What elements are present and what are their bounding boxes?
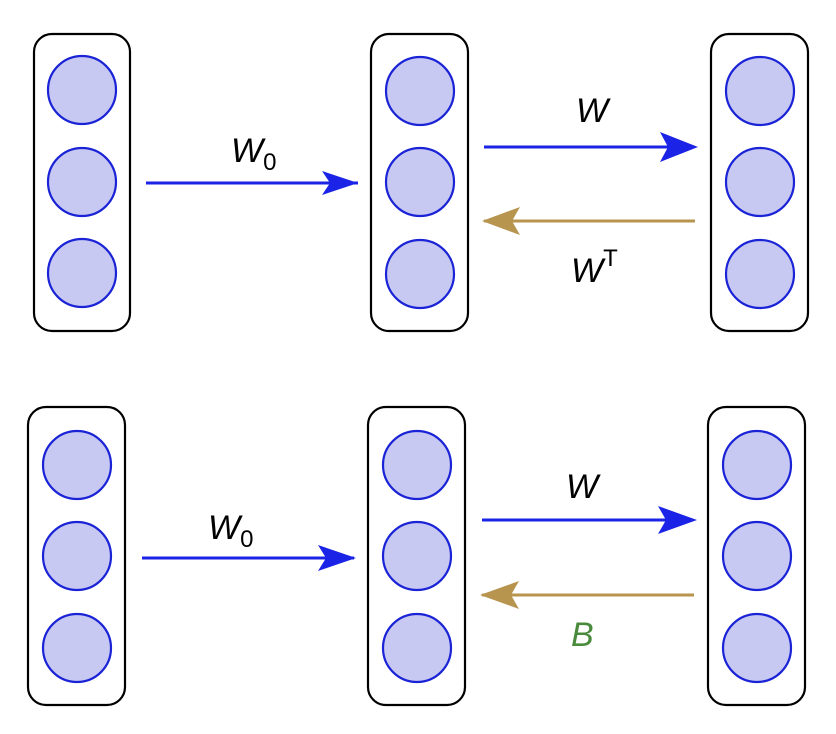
layer-output [706, 405, 807, 707]
neuron [41, 429, 113, 501]
neuron [724, 146, 796, 218]
weight-label-w: W [566, 468, 601, 506]
neuron [384, 146, 456, 218]
layer-output [709, 32, 810, 333]
arrowhead-icon [660, 132, 698, 162]
arrowhead-icon [318, 545, 356, 571]
diagram-feedback-alignment: W0 W B [26, 405, 807, 707]
layer-hidden [369, 32, 470, 333]
neuron [46, 237, 118, 309]
arrowhead-icon [482, 207, 520, 235]
neuron [41, 520, 113, 592]
neuron [384, 238, 456, 310]
layer-input [32, 32, 132, 333]
diagram-backprop: W0 W WT [32, 32, 810, 333]
weight-label-w0: W0 [208, 509, 253, 553]
neuron [46, 54, 118, 126]
neuron [41, 612, 113, 684]
weight-label-w: W [576, 92, 611, 130]
neuron [721, 520, 793, 592]
arrowhead-icon [658, 506, 697, 534]
layer-hidden [366, 405, 467, 707]
layer-input [26, 405, 127, 707]
weight-label-w0: W0 [231, 132, 276, 176]
neuron [721, 612, 793, 684]
neuron [381, 520, 453, 592]
arrowhead-icon [322, 171, 358, 195]
arrowhead-icon [480, 581, 519, 609]
feedback-matrix-label-b: B [571, 616, 594, 654]
neuron [384, 55, 456, 127]
neuron [724, 238, 796, 310]
neuron [46, 146, 118, 218]
neuron [381, 612, 453, 684]
neuron [724, 55, 796, 127]
weight-label-wt: WT [571, 245, 618, 290]
neuron [381, 429, 453, 501]
neuron [721, 429, 793, 501]
